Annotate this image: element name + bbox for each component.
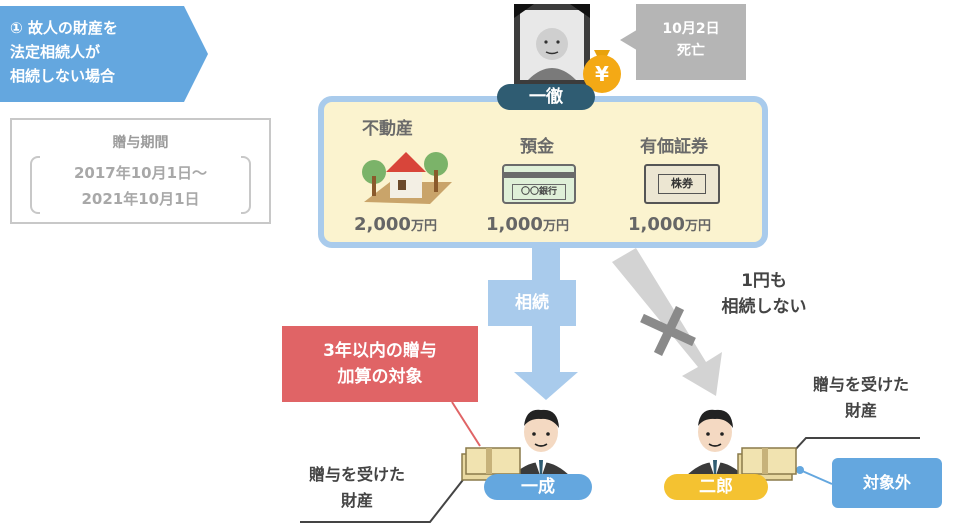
asset-amount-real-estate: 2,000 bbox=[354, 214, 411, 235]
asset-unit-real-estate: 万円 bbox=[410, 219, 437, 234]
asset-amount-securities: 1,000 bbox=[628, 214, 685, 235]
deceased-portrait-icon bbox=[514, 4, 590, 86]
heir1-name-badge: 一成 bbox=[484, 474, 592, 500]
heir1-gift-line-2: 財産 bbox=[340, 491, 373, 510]
cross-mark bbox=[640, 306, 696, 356]
heir2-gift-line-1: 贈与を受けた bbox=[812, 375, 909, 394]
heir2-name-badge: 二郎 bbox=[664, 474, 768, 500]
excluded-box: 対象外 bbox=[832, 458, 942, 508]
gift-period-box: 贈与期間 2017年10月1日〜 2021年10月1日 bbox=[10, 118, 271, 224]
heir2-gift-line-2: 財産 bbox=[844, 401, 877, 420]
banner-line-2: 法定相続人が bbox=[10, 43, 101, 61]
no-inherit-arrow bbox=[612, 248, 722, 396]
gift-period-title: 贈与期間 bbox=[112, 135, 169, 151]
heir2-gift-text: 贈与を受けた 財産 bbox=[786, 372, 936, 424]
heir2-money-icon bbox=[737, 447, 797, 481]
no-inherit-line-1: 1円も bbox=[741, 271, 787, 291]
no-inherit-line-2: 相続しない bbox=[721, 297, 807, 317]
house-icon bbox=[362, 152, 452, 204]
asset-title-deposit: 預金 bbox=[520, 137, 554, 157]
asset-title-securities: 有価証券 bbox=[640, 137, 708, 157]
gift-addition-line-1: 3年以内の贈与 bbox=[323, 341, 437, 361]
no-inherit-text: 1円も 相続しない bbox=[704, 268, 824, 320]
heir1-gift-text: 贈与を受けた 財産 bbox=[282, 462, 432, 514]
svg-text:¥: ¥ bbox=[595, 62, 609, 86]
asset-title-real-estate: 不動産 bbox=[362, 119, 413, 139]
asset-unit-deposit: 万円 bbox=[542, 219, 569, 234]
death-date: 10月2日 bbox=[662, 21, 720, 37]
stock-certificate-icon: 株券 bbox=[644, 164, 720, 204]
banner-line-3: 相続しない場合 bbox=[10, 67, 116, 85]
bracket-left bbox=[30, 156, 40, 214]
bank-card-icon: 〇〇銀行 bbox=[502, 164, 576, 204]
yen-bag-icon: ¥ bbox=[583, 50, 621, 93]
gift-addition-line-2: 加算の対象 bbox=[337, 367, 423, 387]
case-banner: ① 故人の財産を 法定相続人が 相続しない場合 bbox=[0, 6, 208, 102]
gift-period-end: 2021年10月1日 bbox=[81, 190, 200, 208]
estate-panel: 不動産 2,000万円 預金 〇〇銀行 1,000万円 有価証券 株券 1,00… bbox=[318, 96, 768, 248]
bank-card-text: 〇〇銀行 bbox=[512, 184, 566, 200]
asset-amount-deposit: 1,000 bbox=[486, 214, 543, 235]
gift-addition-pointer bbox=[451, 401, 481, 447]
stock-certificate-text: 株券 bbox=[658, 174, 706, 194]
asset-unit-securities: 万円 bbox=[684, 219, 711, 234]
gift-addition-box: 3年以内の贈与 加算の対象 bbox=[282, 326, 478, 402]
death-status: 死亡 bbox=[677, 43, 705, 59]
gift-period-start: 2017年10月1日〜 bbox=[73, 164, 208, 182]
inherit-label: 相続 bbox=[488, 280, 576, 326]
heir1-gift-line-1: 贈与を受けた bbox=[308, 465, 405, 484]
banner-line-1: ① 故人の財産を bbox=[10, 19, 118, 37]
heir1-gift-line bbox=[300, 475, 467, 523]
deceased-name-badge: 一徹 bbox=[497, 84, 595, 110]
death-info-box: 10月2日 死亡 bbox=[636, 4, 746, 80]
bracket-right bbox=[241, 156, 251, 214]
